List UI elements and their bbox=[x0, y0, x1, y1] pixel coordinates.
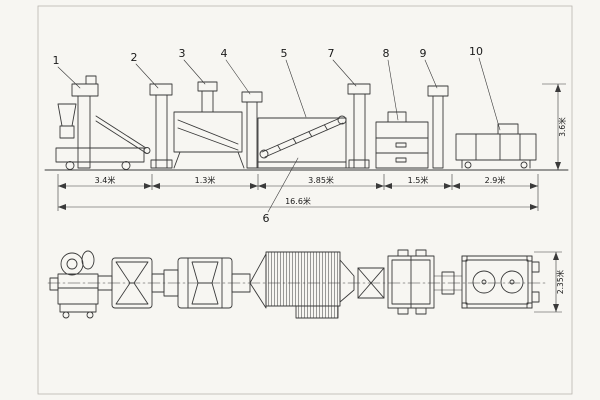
callout-7: 7 bbox=[328, 47, 335, 60]
plan-dimension bbox=[534, 251, 562, 313]
plan-connector-5 bbox=[357, 267, 385, 299]
callout-6: 6 bbox=[263, 212, 270, 225]
callout-9: 9 bbox=[420, 47, 427, 60]
dim-2-9m: 2.9米 bbox=[485, 175, 506, 185]
dim-1-5m: 1.5米 bbox=[408, 175, 429, 185]
machine-5-plan bbox=[249, 251, 355, 319]
machine-1-plan bbox=[49, 250, 99, 319]
plan-view bbox=[47, 249, 549, 319]
machine-4-elevation bbox=[241, 91, 263, 169]
dim-height-3-6m: 3.6米 bbox=[557, 117, 567, 137]
elevation-view bbox=[44, 57, 569, 213]
machine-10-plan bbox=[461, 255, 540, 309]
machine-9-elevation bbox=[427, 85, 449, 169]
machine-5-elevation bbox=[253, 115, 351, 169]
leader-lines bbox=[57, 57, 501, 213]
callout-3: 3 bbox=[179, 47, 186, 60]
callout-10: 10 bbox=[469, 45, 483, 58]
dim-3-4m: 3.4米 bbox=[95, 175, 116, 185]
dim-depth-2-35m: 2.35米 bbox=[555, 269, 565, 294]
plan-connector-6 bbox=[441, 271, 455, 295]
machine-8-elevation bbox=[375, 111, 429, 169]
callout-1: 1 bbox=[53, 54, 60, 67]
machine-7-elevation bbox=[347, 83, 371, 169]
dimension-texts: 3.4米 1.3米 3.85米 1.5米 2.9米 16.6米 3.6米 bbox=[95, 117, 567, 206]
machine-1-elevation bbox=[55, 75, 151, 170]
dim-total-16-6m: 16.6米 bbox=[285, 196, 311, 206]
callout-5: 5 bbox=[281, 47, 288, 60]
callout-2: 2 bbox=[131, 51, 138, 64]
dimension-chain bbox=[57, 83, 566, 211]
drawing-border bbox=[37, 5, 573, 395]
callout-4: 4 bbox=[221, 47, 228, 60]
callout-8: 8 bbox=[383, 47, 390, 60]
machine-8-plan bbox=[387, 249, 435, 315]
machine-10-elevation bbox=[455, 123, 537, 169]
callout-numbers: 1 2 3 4 5 6 7 8 9 10 bbox=[53, 45, 484, 225]
dim-1-3m: 1.3米 bbox=[195, 175, 216, 185]
dim-3-85m: 3.85米 bbox=[308, 175, 334, 185]
machine-2-elevation bbox=[149, 83, 173, 169]
machine-3-elevation bbox=[173, 81, 245, 169]
